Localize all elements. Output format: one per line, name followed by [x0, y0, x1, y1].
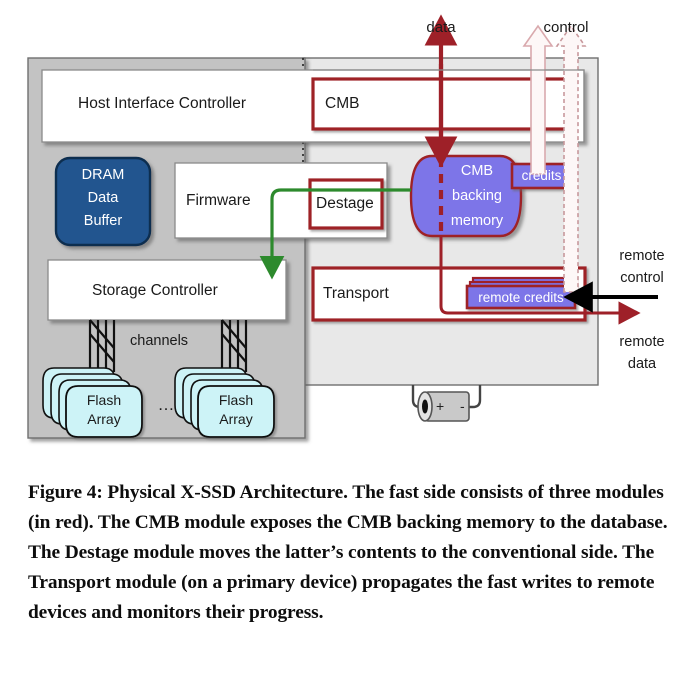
dram-data-buffer-box [54, 156, 152, 247]
data-arrow-label: data [426, 19, 456, 36]
transport-module-label: Transport [323, 285, 389, 302]
battery-plus-label: + [436, 398, 445, 414]
remote-data-label-line-2: data [627, 356, 657, 372]
remote-control-label-line-2: control [620, 270, 664, 286]
architecture-diagram [27, 14, 658, 439]
battery-symbol [411, 385, 482, 422]
fast-side-wiring [313, 69, 585, 142]
storage-controller-label: Storage Controller [92, 282, 218, 299]
cmb-backing-memory-line-1: CMB [460, 163, 494, 179]
data-path-to-transport [439, 236, 560, 315]
channels-label: channels [130, 333, 189, 349]
figure-panel: Host Interface Controller CMB Firmware D… [27, 14, 665, 439]
destage-module-label: Destage [316, 195, 374, 212]
remote-credits-label: remote credits [478, 290, 564, 305]
dram-data-buffer-line-1: DRAM [81, 167, 125, 183]
host-interface-controller-label: Host Interface Controller [78, 95, 246, 112]
channel-lines-right [220, 319, 248, 372]
credits-label: credits [521, 168, 562, 183]
control-arrow-credits [522, 24, 554, 175]
flash-array-left-stack [42, 367, 143, 438]
flash-array-right-line-1: Flash [218, 392, 254, 408]
remote-control-label-line-1: remote [619, 248, 665, 264]
dram-data-buffer-line-2: Data [87, 190, 119, 206]
dram-data-buffer-line-3: Buffer [83, 213, 123, 229]
storage-controller-box [47, 259, 287, 321]
firmware-label: Firmware [186, 192, 251, 209]
destage-module-box [308, 178, 384, 230]
flash-array-left-line-1: Flash [86, 392, 122, 408]
remote-credits-box [465, 276, 579, 310]
cmb-module-label: CMB [325, 95, 360, 112]
battery-minus-label: - [460, 398, 465, 414]
flash-array-ellipsis: … [157, 395, 177, 414]
channel-lines-left [88, 319, 116, 372]
figure-caption: Figure 4: Physical X-SSD Architecture. T… [28, 482, 668, 623]
cmb-backing-memory-line-3: memory [450, 213, 504, 229]
flash-array-left-line-2: Array [87, 411, 121, 427]
remote-data-label-line-1: remote [619, 334, 665, 350]
control-arrow-label: control [543, 19, 589, 36]
cmb-backing-memory-line-2: backing [452, 188, 502, 204]
flash-array-right-stack [174, 367, 275, 438]
control-arrow-remote-credits [555, 24, 587, 293]
flash-array-right-line-2: Array [219, 411, 253, 427]
destage-flow-arrow [259, 188, 411, 280]
